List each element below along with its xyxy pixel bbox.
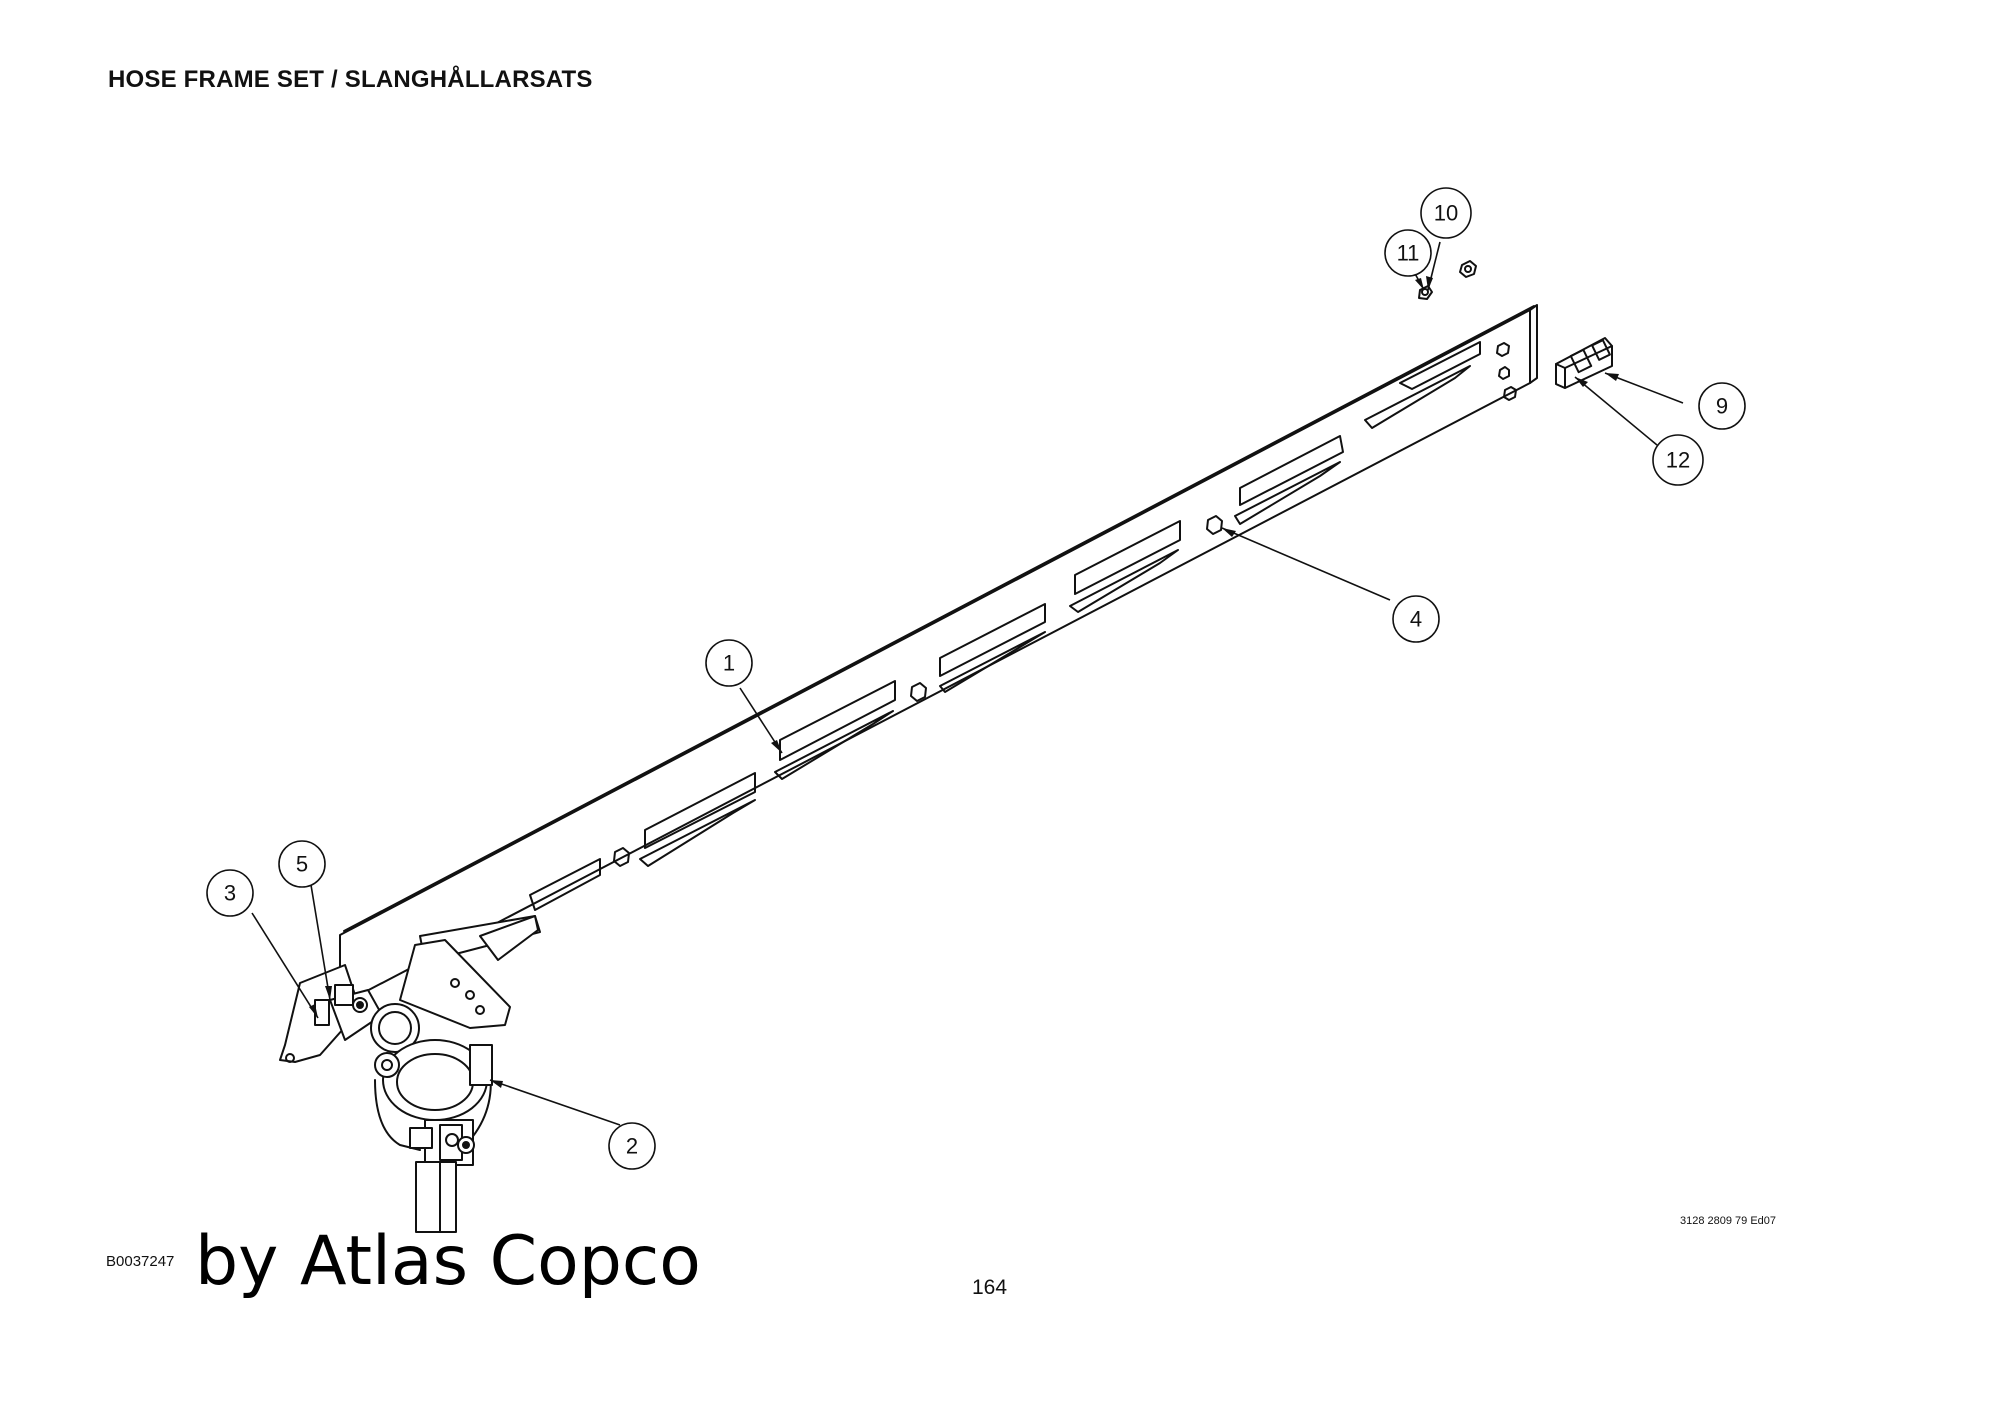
beam xyxy=(339,304,1538,1006)
doc-number: 3128 2809 79 Ed07 xyxy=(1680,1215,1777,1227)
callout-9-circle xyxy=(1698,382,1746,430)
callout-2: 2 xyxy=(626,1134,638,1159)
watermark: by Atlas Copco xyxy=(195,1222,701,1301)
callout-5: 5 xyxy=(296,852,308,877)
callout-5-circle xyxy=(278,840,326,888)
callout-2-circle xyxy=(608,1122,656,1170)
callout-4: 4 xyxy=(1410,607,1422,632)
hose-clamp xyxy=(374,1039,493,1233)
bolt-and-nut-10-11 xyxy=(1418,260,1477,300)
mounting-bracket xyxy=(279,915,541,1063)
callout-10-circle xyxy=(1420,187,1472,239)
callout-10: 10 xyxy=(1434,201,1458,226)
callout-1-circle xyxy=(705,639,753,687)
callout-4-circle xyxy=(1392,595,1440,643)
bolt-4 xyxy=(1206,515,1223,535)
leader-lines xyxy=(251,241,1684,1126)
callout-1: 1 xyxy=(723,651,735,676)
callout-3-circle xyxy=(206,869,254,917)
callout-11: 11 xyxy=(1397,241,1420,266)
page-number: 164 xyxy=(972,1276,1008,1299)
callout-12-circle xyxy=(1652,434,1704,486)
figure-id: B0037247 xyxy=(106,1253,175,1270)
callout-9: 9 xyxy=(1716,394,1728,419)
page-title: HOSE FRAME SET / SLANGHÅLLARSATS xyxy=(108,66,593,93)
end-cap-9-12 xyxy=(1555,337,1613,389)
callout-12: 12 xyxy=(1666,448,1690,473)
callout-11-circle xyxy=(1384,229,1432,277)
arrow-heads xyxy=(309,276,1619,1088)
callout-3: 3 xyxy=(224,881,236,906)
